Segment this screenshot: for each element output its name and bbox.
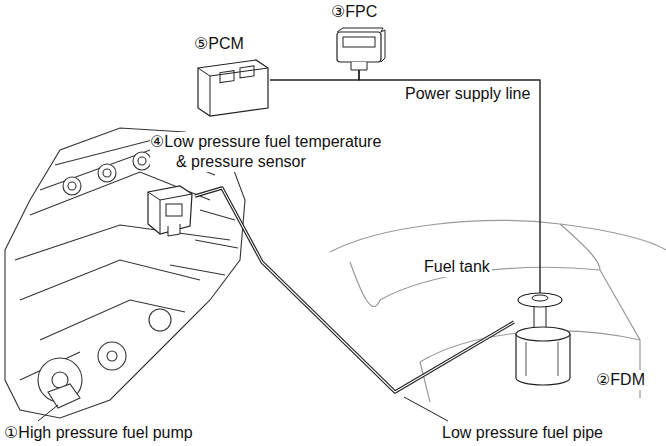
part-label: Fuel tank bbox=[422, 257, 492, 277]
fuel-pipe-stroke bbox=[195, 188, 514, 392]
part-label: Low pressure fuel pipe bbox=[440, 423, 605, 443]
high-pressure-pump-body bbox=[48, 384, 80, 408]
pcm-module-shape bbox=[196, 58, 270, 116]
power-supply-line-stroke bbox=[270, 70, 359, 80]
fuel-delivery-module-shape bbox=[508, 290, 578, 385]
leader-lines bbox=[38, 397, 448, 421]
callout-label: ③FPC bbox=[329, 2, 379, 22]
callout-label: ②FDM bbox=[594, 370, 647, 390]
callout-label: ⑤PCM bbox=[192, 34, 246, 54]
part-label: ①High pressure fuel pump bbox=[2, 423, 195, 443]
pressure-sensor: ④Low pressure fuel temperature & pressur… bbox=[140, 182, 195, 238]
fpc-module-shape bbox=[333, 28, 385, 70]
callout-label: ④Low pressure fuel temperature & pressur… bbox=[150, 132, 388, 172]
power-supply-line bbox=[359, 70, 540, 293]
pressure-sensor-shape bbox=[140, 182, 195, 238]
fpc-module: ③FPC bbox=[333, 28, 385, 70]
vehicle-body-outline bbox=[330, 220, 666, 402]
power-supply-line bbox=[270, 70, 359, 80]
fuel-pipe bbox=[195, 188, 514, 392]
fuel-delivery-module: ②FDM bbox=[508, 290, 578, 385]
pcm-module: ⑤PCM bbox=[196, 58, 270, 116]
part-label: Power supply line bbox=[403, 84, 532, 104]
power-supply-line-stroke bbox=[359, 70, 540, 293]
fuel-pipe-inner bbox=[195, 188, 514, 392]
